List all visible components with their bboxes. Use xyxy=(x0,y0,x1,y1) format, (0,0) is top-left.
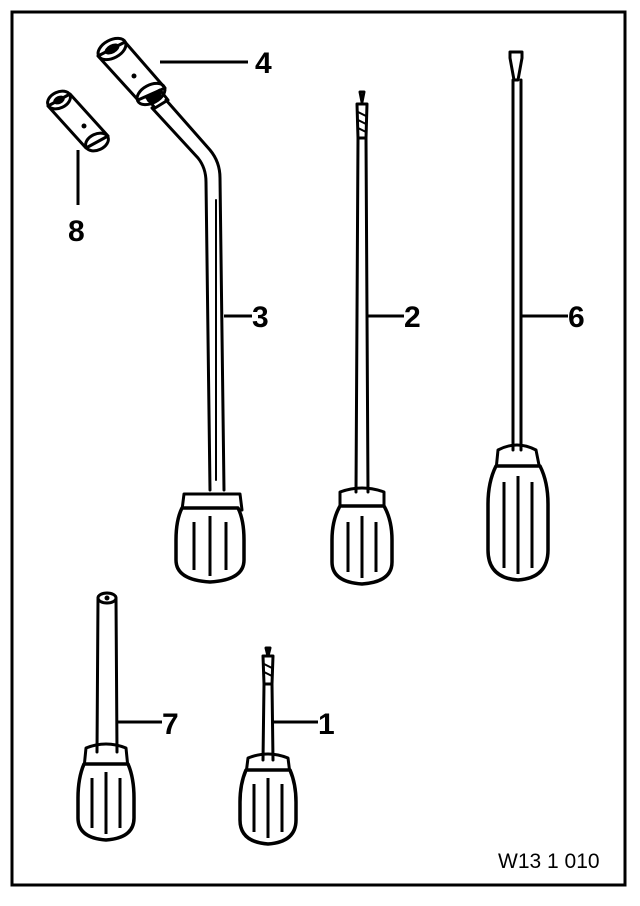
hex-driver-7 xyxy=(76,591,136,842)
screwdriver-6 xyxy=(486,50,550,582)
callout-8: 8 xyxy=(68,215,85,248)
screwdriver-2 xyxy=(330,90,394,586)
screwdriver-1 xyxy=(238,646,298,846)
callout-3: 3 xyxy=(252,301,269,334)
bent-extension-3 xyxy=(145,88,246,584)
callout-4: 4 xyxy=(255,47,272,80)
figure-border xyxy=(10,10,627,887)
callout-7: 7 xyxy=(162,708,179,741)
callout-2: 2 xyxy=(404,301,421,334)
socket-8 xyxy=(46,89,110,153)
figure-id-label: W13 1 010 xyxy=(498,850,600,873)
callout-6: 6 xyxy=(568,301,585,334)
callout-1: 1 xyxy=(318,708,335,741)
